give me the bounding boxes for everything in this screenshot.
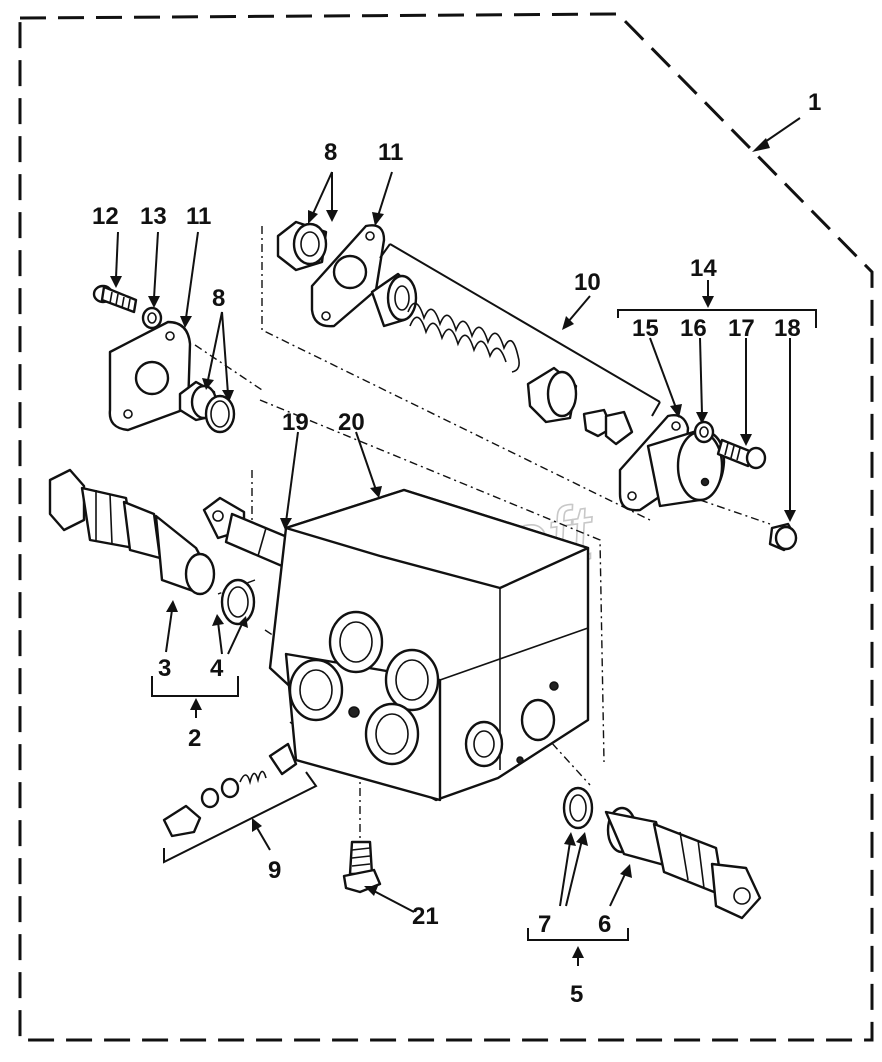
o-ring-7 [562, 786, 594, 830]
callout-15: 15 [632, 315, 659, 342]
washer-13 [141, 306, 163, 330]
relief-valve-6 [604, 806, 762, 920]
callout-14: 14 [690, 255, 717, 282]
callout-11-top: 11 [378, 139, 403, 166]
callout-10: 10 [574, 269, 601, 296]
valve-body-20 [268, 488, 590, 802]
callout-13: 13 [140, 203, 167, 230]
leader-lines [110, 117, 817, 966]
callout-16: 16 [680, 315, 707, 342]
bolt-21 [342, 840, 382, 894]
callout-8-top: 8 [324, 139, 337, 166]
assembly-boundary [18, 12, 874, 1042]
callout-2: 2 [188, 725, 201, 752]
callout-1: 1 [808, 89, 821, 116]
callout-8-left: 8 [212, 285, 225, 312]
o-ring-4 [220, 578, 256, 626]
washer-16 [693, 420, 715, 444]
callout-3: 3 [158, 655, 171, 682]
spool-kit-10 [370, 272, 634, 446]
flange-11-top [310, 224, 386, 328]
check-valve-9 [162, 742, 298, 838]
callout-5: 5 [570, 981, 583, 1008]
bolt-12 [92, 284, 138, 314]
callout-11-left: 11 [186, 203, 211, 230]
cap-15 [618, 414, 726, 512]
relief-valve-3 [48, 468, 216, 596]
callout-17: 17 [728, 315, 755, 342]
callout-4: 4 [210, 655, 224, 682]
callout-18: 18 [774, 315, 801, 342]
plug-18 [768, 522, 798, 552]
flange-11-left [108, 320, 192, 432]
callout-7: 7 [538, 911, 551, 938]
callout-6: 6 [598, 911, 611, 938]
callout-labels: 1 8 11 12 13 11 8 10 14 15 16 17 18 19 2… [92, 89, 821, 1008]
callout-9: 9 [268, 857, 281, 884]
callout-21: 21 [412, 903, 439, 930]
callout-12: 12 [92, 203, 119, 230]
callout-20: 20 [338, 409, 365, 436]
callout-19: 19 [282, 409, 309, 436]
screw-17 [716, 438, 767, 470]
sleeve-8-left [178, 380, 236, 434]
sleeve-8-top [276, 220, 328, 272]
